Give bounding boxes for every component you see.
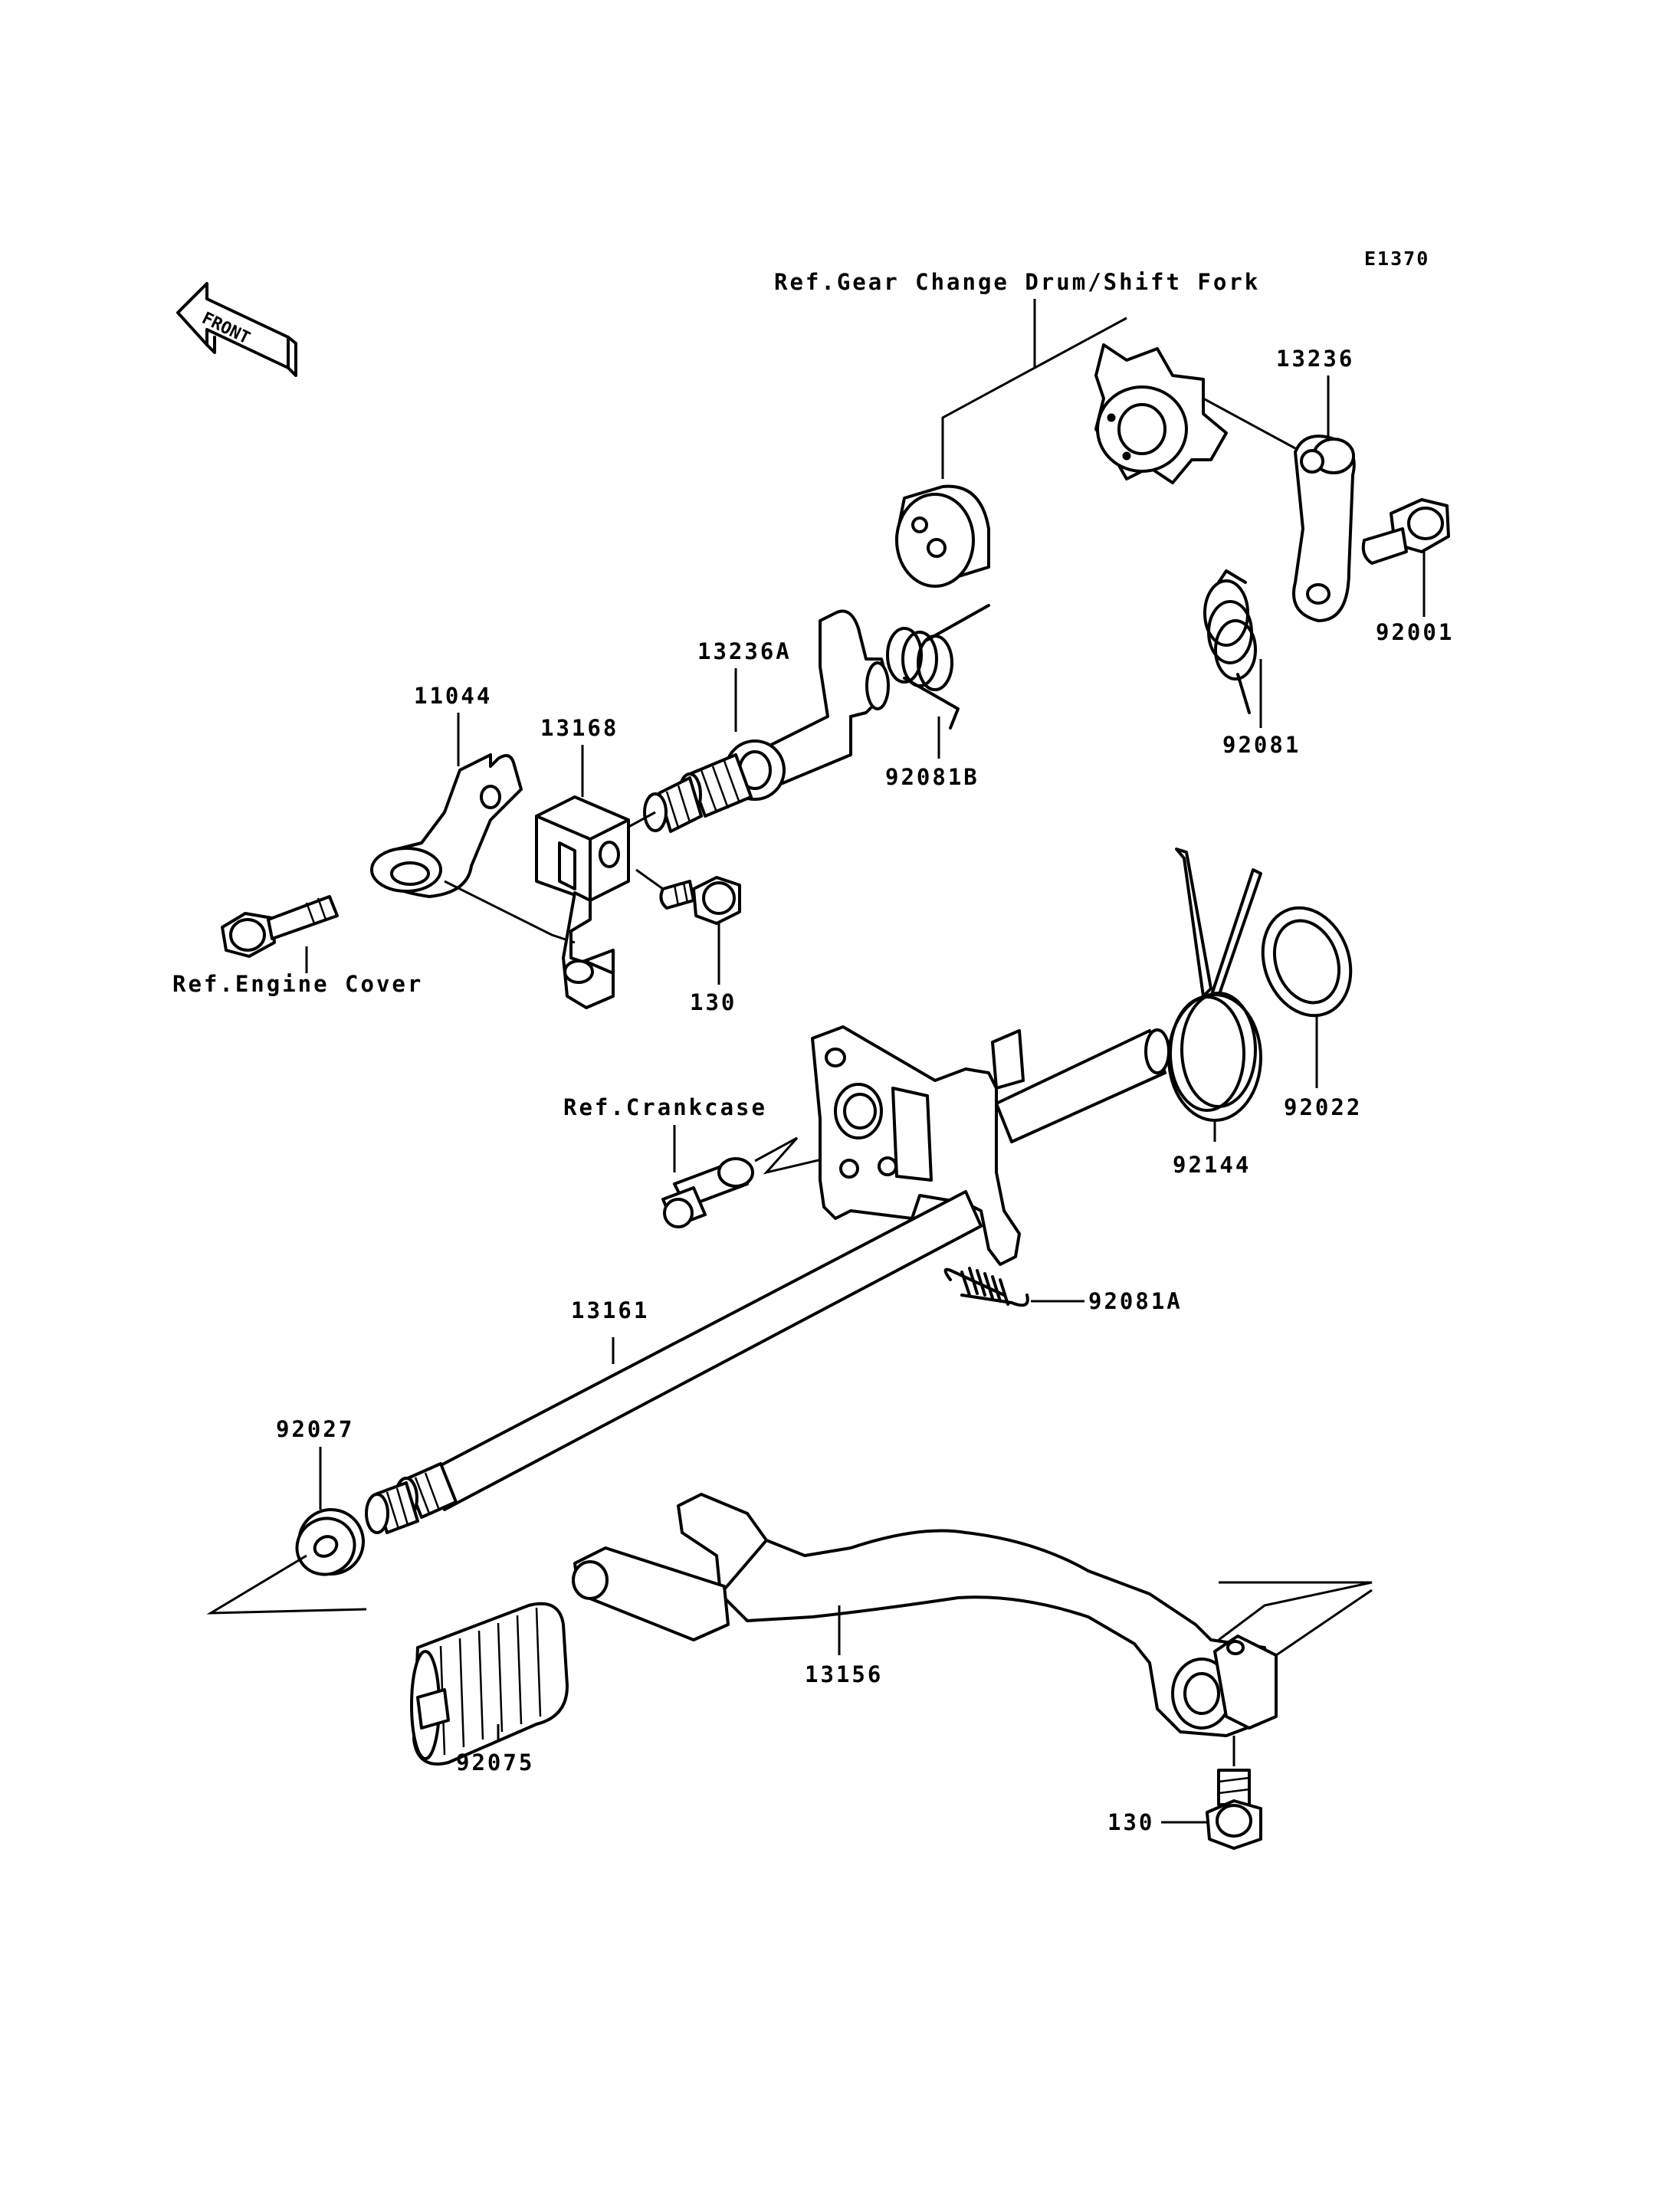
part-92001-bolt <box>1361 498 1450 565</box>
part-13156-shift-pedal <box>572 1493 1278 1737</box>
part-92075-pedal-rubber <box>410 1602 569 1766</box>
part-13156-label: 13156 <box>805 1661 883 1687</box>
part-92027-washer <box>295 1508 365 1576</box>
ref-gear-change-drum-label: Ref.Gear Change Drum/Shift Fork <box>774 269 1260 295</box>
part-92081A-spring <box>943 1267 1029 1307</box>
part-13168-label: 13168 <box>540 715 619 741</box>
part-13236A-shaft <box>643 609 890 833</box>
part-130-lower-bolt <box>1206 1769 1262 1850</box>
front-arrow-icon: FRONT <box>176 282 297 377</box>
part-92081B-label: 92081B <box>885 764 979 790</box>
part-92075-label: 92075 <box>456 1749 534 1776</box>
part-92081B-spring <box>886 604 990 730</box>
part-130-upper-label: 130 <box>690 989 737 1015</box>
part-92022-washer <box>1261 906 1353 1018</box>
ref-engine-cover-label: Ref.Engine Cover <box>172 971 423 997</box>
shift-drum-star <box>1094 343 1228 484</box>
part-13161-label: 13161 <box>571 1297 649 1323</box>
crankcase-pin <box>661 1157 754 1228</box>
part-130-upper-bolt <box>659 876 741 925</box>
part-92081-label: 92081 <box>1222 732 1301 758</box>
part-13236-lever <box>1292 434 1356 622</box>
part-92144-spring <box>1167 848 1262 1122</box>
part-13161-shift-shaft <box>365 1025 1170 1534</box>
diagram-code: E1370 <box>1364 248 1429 270</box>
part-92027-label: 92027 <box>276 1416 354 1442</box>
part-92081A-label: 92081A <box>1088 1288 1183 1314</box>
part-92001-label: 92001 <box>1376 619 1454 645</box>
part-130-lower-label: 130 <box>1107 1809 1154 1835</box>
ref-crankcase-label: Ref.Crankcase <box>563 1094 767 1120</box>
part-92022-label: 92022 <box>1284 1094 1362 1120</box>
part-13236-label: 13236 <box>1276 346 1354 372</box>
engine-cover-bolt <box>221 895 339 958</box>
part-13236A-label: 13236A <box>697 638 792 664</box>
part-11044-lever <box>370 753 523 898</box>
part-11044-label: 11044 <box>414 683 492 709</box>
gear-change-drum <box>895 484 990 588</box>
part-92081-spring <box>1203 569 1257 714</box>
part-92144-label: 92144 <box>1173 1152 1251 1178</box>
part-13168-clamp <box>535 795 630 1009</box>
